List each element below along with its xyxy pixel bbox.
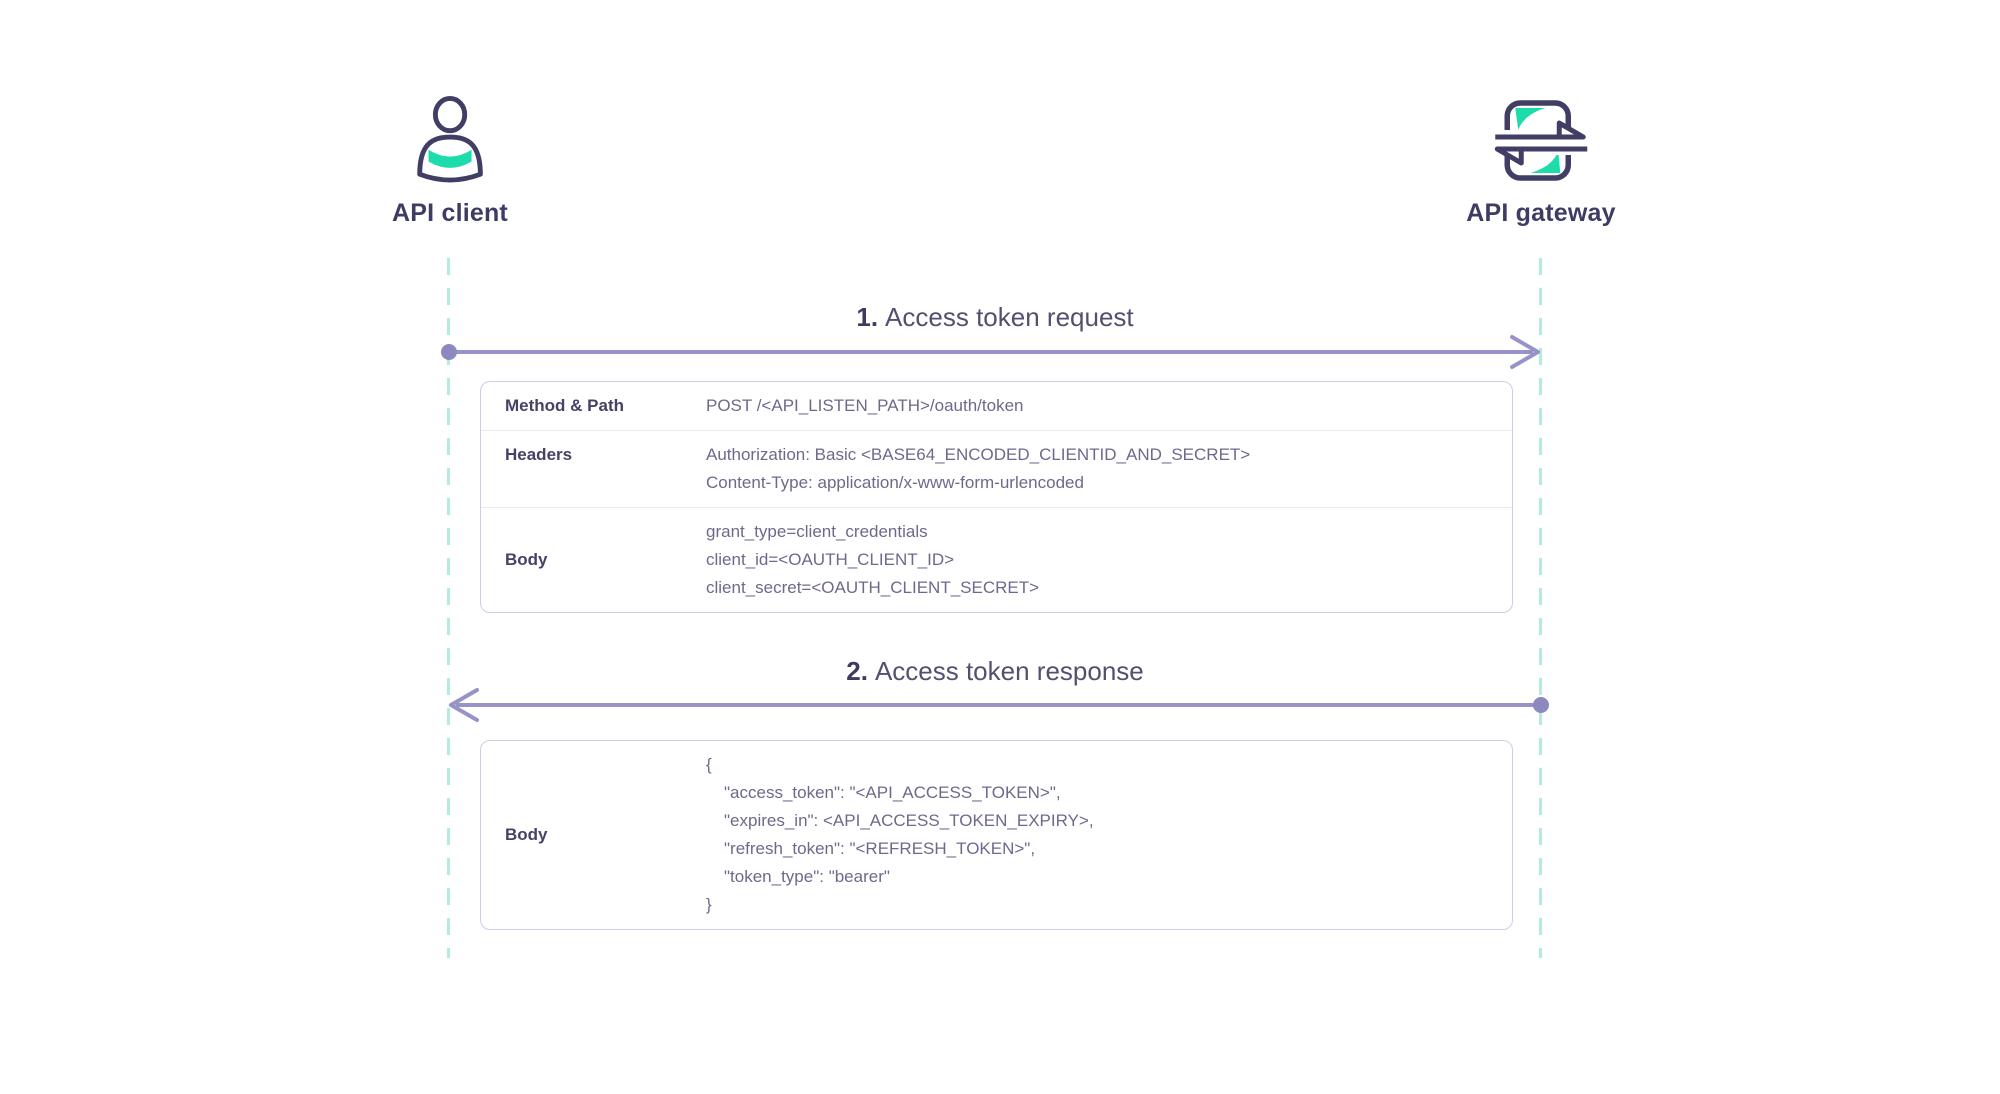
actor-api-gateway: API gateway [1466,96,1616,228]
request-arrow-origin-dot [441,344,457,360]
response-arrow [449,688,1549,722]
step-1-label: 1.Access token request [856,302,1133,333]
response-details-table: Body { "access_token": "<API_ACCESS_TOKE… [480,740,1513,930]
user-icon [417,96,483,183]
actor-api-client: API client [392,96,508,228]
row-key: Body [505,825,548,844]
row-key: Method & Path [505,396,624,415]
table-row-body: Body grant_type=client_credentials clien… [481,507,1512,612]
gateway-swap-icon [1491,100,1590,181]
step-2-label: 2.Access token response [846,656,1144,687]
table-row-headers: Headers Authorization: Basic <BASE64_ENC… [481,430,1512,507]
response-arrowhead-icon [449,688,479,722]
response-arrow-origin-dot [1533,697,1549,713]
row-value: POST /<API_LISTEN_PATH>/oauth/token [706,396,1024,415]
row-value: grant_type=client_credentials client_id=… [706,522,1040,597]
step-2-text: Access token response [874,656,1144,686]
step-2-number: 2. [846,656,868,686]
row-key: Body [505,550,548,569]
row-value: Authorization: Basic <BASE64_ENCODED_CLI… [706,445,1251,492]
row-value: { "access_token": "<API_ACCESS_TOKEN>", … [706,755,1094,914]
table-row-body: Body { "access_token": "<API_ACCESS_TOKE… [481,741,1512,929]
request-details-table: Method & Path POST /<API_LISTEN_PATH>/oa… [480,381,1513,613]
step-1-text: Access token request [885,302,1134,332]
request-arrow [441,335,1540,369]
row-key: Headers [505,445,573,464]
api-gateway-label: API gateway [1466,199,1616,227]
table-row-method-path: Method & Path POST /<API_LISTEN_PATH>/oa… [481,382,1512,430]
api-client-label: API client [392,199,508,227]
step-1-number: 1. [856,302,879,332]
request-arrowhead-icon [1510,335,1540,369]
